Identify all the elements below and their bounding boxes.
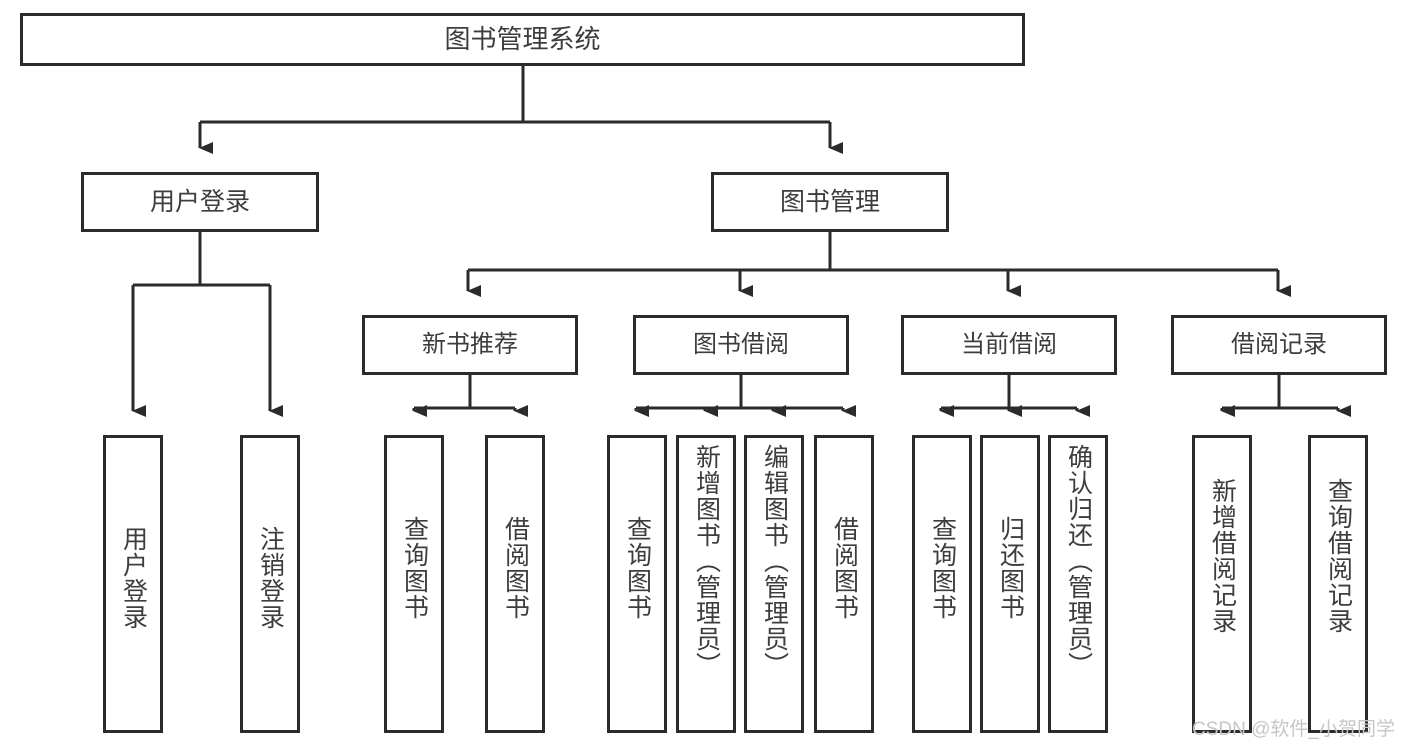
- node-label: 借阅记录: [1231, 331, 1327, 359]
- node-borrow-records[interactable]: 借阅记录: [1171, 315, 1387, 375]
- node-root-system[interactable]: 图书管理系统: [20, 13, 1025, 66]
- leaf-borrow-book[interactable]: 借阅图书: [814, 435, 874, 733]
- csdn-watermark: CSDN @软件_小贺同学: [1192, 719, 1395, 740]
- leaf-edit-book-admin[interactable]: 编辑图书（管理员）: [744, 435, 804, 733]
- node-label: 图书借阅: [693, 331, 789, 359]
- node-label: 借阅图书: [501, 516, 530, 620]
- leaf-confirm-return-admin[interactable]: 确认归还（管理员）: [1048, 435, 1108, 733]
- leaf-query-book-recommend[interactable]: 查询图书: [384, 435, 444, 733]
- node-label: 注销登录: [256, 526, 285, 630]
- node-label: 当前借阅: [961, 331, 1057, 359]
- leaf-logout[interactable]: 注销登录: [240, 435, 300, 733]
- leaf-query-book-borrow[interactable]: 查询图书: [607, 435, 667, 733]
- node-label: 查询图书: [400, 516, 429, 620]
- node-label: 新增图书（管理员）: [692, 444, 721, 678]
- node-label: 图书管理系统: [444, 23, 601, 54]
- node-label: 确认归还（管理员）: [1064, 444, 1093, 678]
- node-current-borrow[interactable]: 当前借阅: [901, 315, 1117, 375]
- leaf-query-book-current[interactable]: 查询图书: [912, 435, 972, 733]
- node-label: 归还图书: [996, 516, 1025, 620]
- leaf-user-login[interactable]: 用户登录: [103, 435, 163, 733]
- node-book-management[interactable]: 图书管理: [711, 172, 949, 232]
- leaf-borrow-book-recommend[interactable]: 借阅图书: [485, 435, 545, 733]
- node-label: 查询图书: [623, 516, 652, 620]
- node-new-book-recommend[interactable]: 新书推荐: [362, 315, 578, 375]
- node-label: 查询图书: [928, 516, 957, 620]
- node-label: 新增借阅记录: [1208, 478, 1237, 634]
- node-user-login[interactable]: 用户登录: [81, 172, 319, 232]
- node-label: 借阅图书: [830, 516, 859, 620]
- node-label: 图书管理: [779, 187, 880, 216]
- node-label: 用户登录: [149, 187, 250, 216]
- leaf-add-book-admin[interactable]: 新增图书（管理员）: [676, 435, 736, 733]
- leaf-query-borrow-record[interactable]: 查询借阅记录: [1308, 435, 1368, 733]
- leaf-return-book[interactable]: 归还图书: [980, 435, 1040, 733]
- node-label: 用户登录: [119, 526, 148, 630]
- node-label: 编辑图书（管理员）: [760, 444, 789, 678]
- node-label: 查询借阅记录: [1324, 478, 1353, 634]
- node-label: 新书推荐: [422, 331, 518, 359]
- leaf-add-borrow-record[interactable]: 新增借阅记录: [1192, 435, 1252, 733]
- node-book-borrow[interactable]: 图书借阅: [633, 315, 849, 375]
